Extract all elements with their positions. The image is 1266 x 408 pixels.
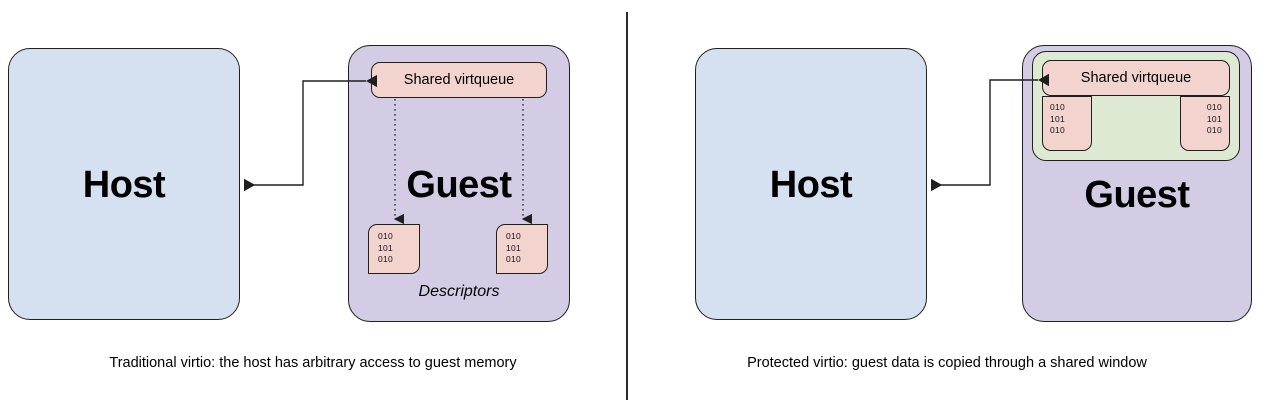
left-descriptor-2-bit-1: 010 (506, 231, 522, 241)
left-descriptor-1-bit-1: 010 (378, 231, 394, 241)
right-descriptor-2[interactable]: 010 101 010 (1180, 96, 1230, 151)
right-descriptor-2-bit-1: 010 (1206, 102, 1222, 112)
right-shared-virtqueue-box[interactable]: Shared virtqueue (1042, 60, 1230, 96)
right-host-label: Host (769, 164, 853, 206)
left-guest-label: Guest (406, 164, 512, 206)
left-panel-caption: Traditional virtio: the host has arbitra… (109, 355, 517, 371)
right-panel-caption: Protected virtio: guest data is copied t… (747, 355, 1147, 371)
left-descriptor-1-bit-2: 101 (378, 242, 394, 253)
left-host-label: Host (82, 164, 166, 206)
right-guest-label: Guest (1084, 174, 1190, 216)
left-descriptor-1[interactable]: 010 101 010 (368, 224, 420, 274)
left-descriptor-2[interactable]: 010 101 010 (496, 224, 548, 274)
right-host-box: Host (695, 48, 927, 320)
right-descriptor-1-bit-3: 010 (1050, 125, 1066, 136)
right-descriptor-2-bit-2: 101 (1206, 113, 1222, 124)
left-descriptor-1-bit-3: 010 (378, 254, 394, 265)
left-descriptor-2-bit-3: 010 (506, 254, 522, 265)
left-descriptors-label: Descriptors (418, 283, 500, 300)
left-shared-virtqueue-box[interactable]: Shared virtqueue (371, 62, 547, 98)
right-descriptor-1[interactable]: 010 101 010 (1042, 96, 1092, 151)
left-descriptor-2-bit-2: 101 (506, 242, 522, 253)
right-descriptor-2-bit-3: 010 (1206, 125, 1222, 136)
right-descriptor-1-bit-1: 010 (1050, 102, 1066, 112)
left-host-box: Host (8, 48, 240, 320)
right-descriptor-1-bit-2: 101 (1050, 113, 1066, 124)
left-shared-virtqueue-label: Shared virtqueue (403, 72, 515, 88)
right-shared-virtqueue-label: Shared virtqueue (1080, 70, 1192, 86)
panel-divider (626, 12, 628, 400)
